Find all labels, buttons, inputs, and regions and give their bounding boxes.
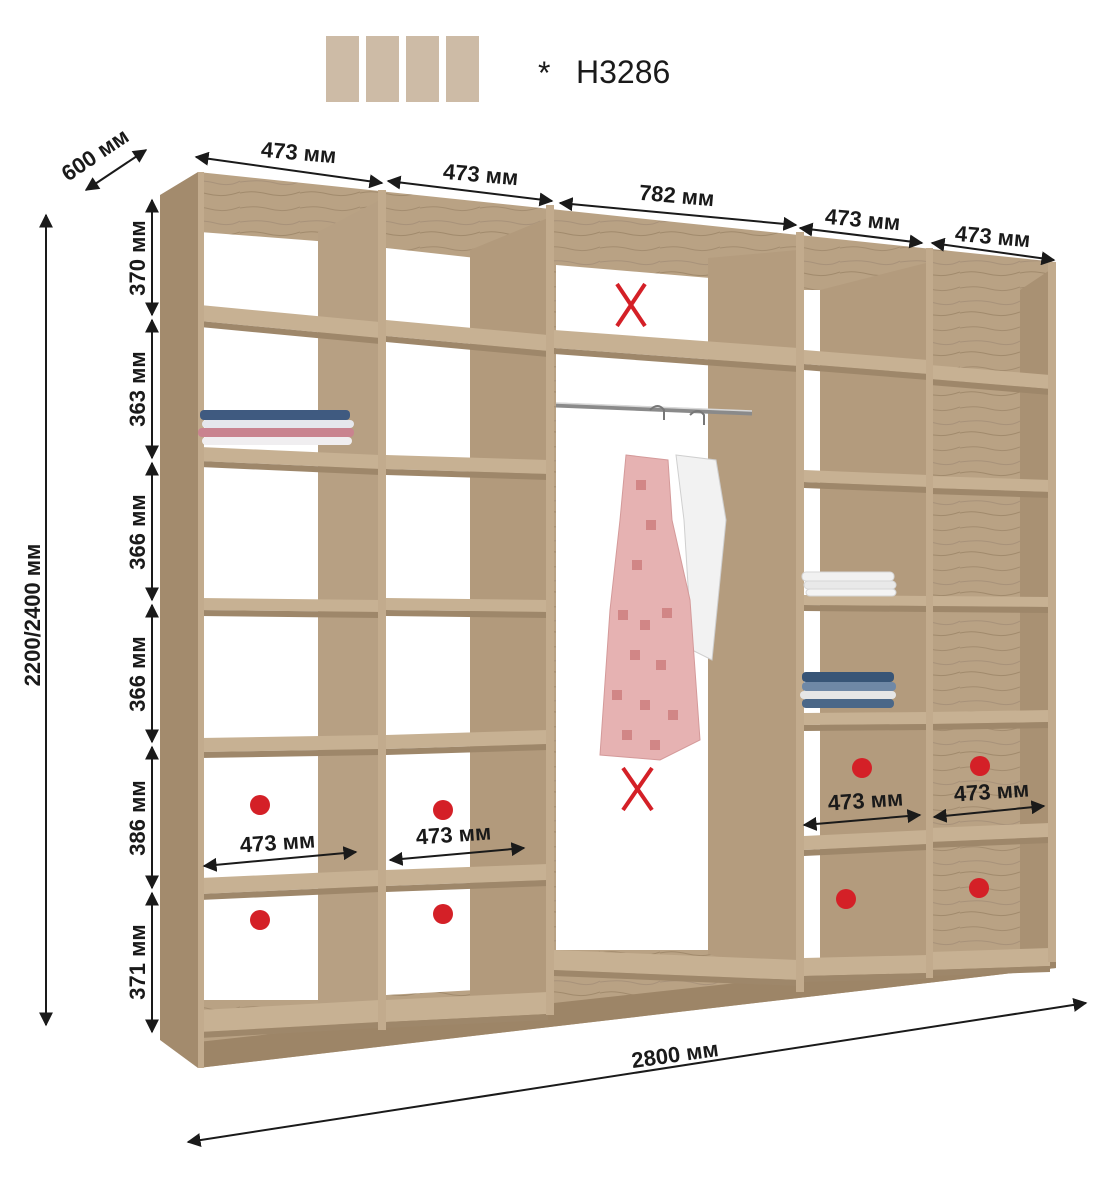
row-height-label: 370 мм: [125, 220, 150, 295]
shelf-edge: [930, 837, 1050, 848]
wall-4: [820, 262, 930, 970]
shelf: [930, 596, 1050, 607]
shelf: [804, 830, 928, 850]
shelf: [930, 948, 1050, 970]
row-height-label: 366 мм: [125, 494, 150, 569]
red-x-markers: [615, 282, 654, 812]
shelf-edge: [200, 461, 380, 475]
inner-width-label: 473 мм: [827, 785, 904, 815]
shelf: [200, 735, 380, 752]
shelves: [200, 305, 1050, 1038]
left-side-panel: [160, 172, 198, 1068]
swatch-1: [326, 36, 359, 102]
model-code: H3286: [576, 54, 670, 90]
dot-marker: [433, 800, 453, 820]
swatch-2: [366, 36, 399, 102]
shelf-edge: [386, 880, 548, 892]
shelf: [386, 455, 548, 474]
shelf-edge: [930, 966, 1050, 976]
shelf-edge: [554, 348, 798, 372]
depth-label: 600 мм: [57, 123, 133, 186]
dot-marker: [969, 878, 989, 898]
dot-marker: [250, 910, 270, 930]
shelf: [930, 476, 1050, 492]
shelf: [386, 598, 548, 612]
shelf: [200, 598, 380, 612]
inner-width-label: 473 мм: [415, 819, 492, 849]
inner-width-label: 473 мм: [239, 827, 316, 857]
clothes-stack-left: [198, 410, 354, 445]
section-width-label: 473 мм: [260, 137, 337, 168]
shelf-edge: [804, 724, 928, 731]
dimension-lines: [39, 149, 1088, 1147]
section-width-label: 473 мм: [824, 204, 901, 235]
dot-marker: [433, 904, 453, 924]
shelf: [200, 305, 380, 338]
x-marker-top: [615, 282, 647, 328]
inner-width-label: 473 мм: [953, 776, 1030, 806]
folded-clothes-icon: [198, 410, 897, 708]
shelf: [804, 470, 928, 487]
shelf: [554, 330, 798, 366]
dot-marker: [970, 756, 990, 776]
wall-5: [1020, 270, 1050, 960]
shelf-edge: [930, 722, 1050, 730]
shelf-edge: [200, 749, 380, 758]
shelf-edge: [200, 610, 380, 618]
shelf-edge: [200, 886, 380, 900]
shelf-edge: [930, 379, 1050, 395]
shelf-edge: [200, 321, 380, 344]
shelf: [386, 320, 548, 351]
color-swatches: [326, 36, 479, 102]
red-dot-markers: [250, 756, 990, 930]
shelf: [200, 447, 380, 469]
shelf: [930, 710, 1050, 724]
row-height-label: 366 мм: [125, 636, 150, 711]
swatch-3: [406, 36, 439, 102]
dot-marker: [836, 889, 856, 909]
code-asterisk: *: [538, 55, 550, 91]
shelf: [804, 712, 928, 725]
shelf-edge: [930, 488, 1050, 498]
row-height-label: 363 мм: [125, 351, 150, 426]
dress-on-hanger-icon: [599, 405, 727, 761]
shelf-edge: [804, 364, 928, 380]
dot-marker: [250, 795, 270, 815]
row-height-label: 371 мм: [125, 924, 150, 999]
wall-3: [708, 250, 798, 980]
shelf: [804, 350, 928, 374]
height-label: 2200/2400 мм: [20, 544, 45, 687]
shelf: [386, 864, 548, 886]
front-edges: [198, 172, 1056, 1068]
row-height-label: 386 мм: [125, 780, 150, 855]
shelf-edge: [554, 970, 798, 986]
shelf-edge: [386, 744, 548, 755]
x-marker-bottom: [621, 766, 654, 812]
shelf: [386, 730, 548, 749]
shelf-edge: [386, 610, 548, 618]
shelf-edge: [804, 605, 928, 612]
shelf-edge: [804, 482, 928, 493]
shelf: [930, 365, 1050, 389]
shelf: [930, 823, 1050, 842]
shelf: [804, 595, 928, 606]
clothes-stack-right-top: [801, 571, 897, 597]
shelf-edge: [386, 469, 548, 480]
swatch-4: [446, 36, 479, 102]
section-width-label: 473 мм: [442, 159, 519, 190]
shelf-edge: [804, 844, 928, 856]
dot-marker: [852, 758, 872, 778]
shelf-edge: [804, 973, 928, 982]
shelf-edge: [386, 336, 548, 357]
shelf-edge: [930, 606, 1050, 613]
section-width-label: 782 мм: [638, 180, 715, 211]
clothes-stack-right-bottom: [800, 672, 896, 708]
wardrobe-body: [160, 172, 1056, 1068]
shelf: [804, 955, 928, 976]
